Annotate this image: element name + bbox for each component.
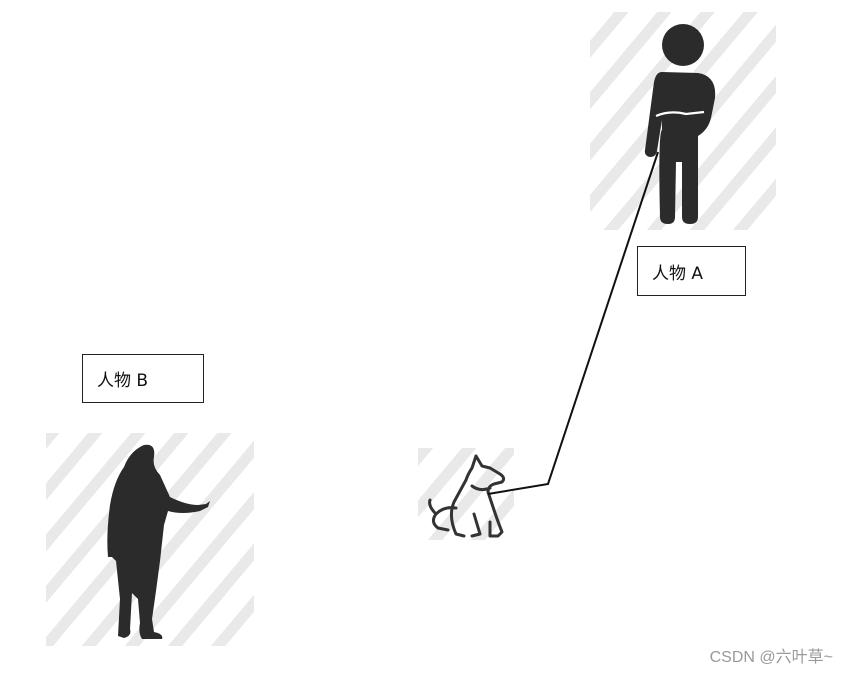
person-a-panel — [590, 12, 776, 230]
person-a-label-box: 人物 A — [637, 246, 746, 296]
person-b-panel — [46, 433, 254, 646]
sitting-dog-icon — [428, 454, 506, 538]
person-a-label: 人物 A — [652, 263, 704, 284]
person-b-label: 人物 B — [97, 371, 149, 391]
watermark-text: CSDN @六叶草~ — [709, 649, 833, 666]
standing-person-icon — [644, 24, 716, 224]
dog-panel — [418, 448, 514, 540]
person-b-label-box: 人物 B — [82, 354, 204, 403]
pointing-person-silhouette-icon — [107, 444, 210, 639]
